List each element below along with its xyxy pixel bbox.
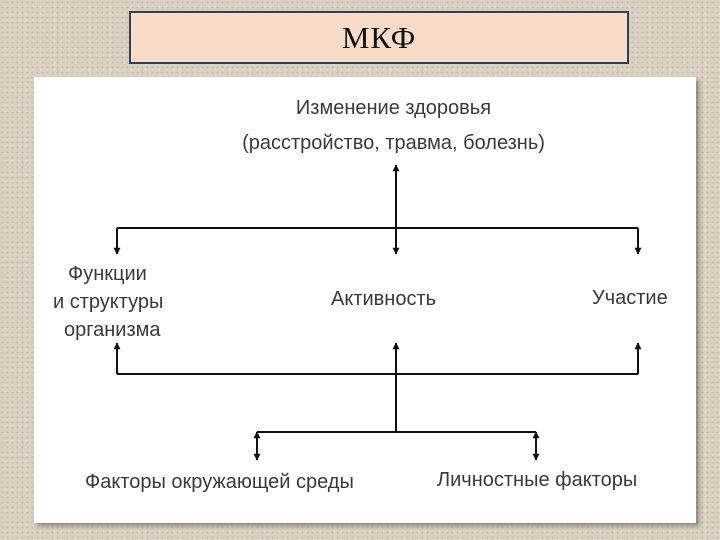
body-functions-line2: и структуры [53, 291, 164, 313]
slide-title-box: МКФ [129, 11, 629, 64]
health-condition-line2: (расстройство, травма, болезнь) [242, 132, 545, 154]
environmental-factors-label: Факторы окружающей среды [85, 471, 354, 493]
health-condition-line1: Изменение здоровья [295, 97, 492, 119]
personal-factors-label: Личностные факторы [437, 469, 638, 491]
slide-title: МКФ [341, 19, 417, 55]
participation-label: Участие [592, 287, 668, 309]
body-functions-line3: организма [64, 319, 161, 341]
activity-label: Активность [331, 288, 437, 310]
diagram-panel [34, 77, 696, 523]
body-functions-line1: Функции [68, 263, 147, 285]
